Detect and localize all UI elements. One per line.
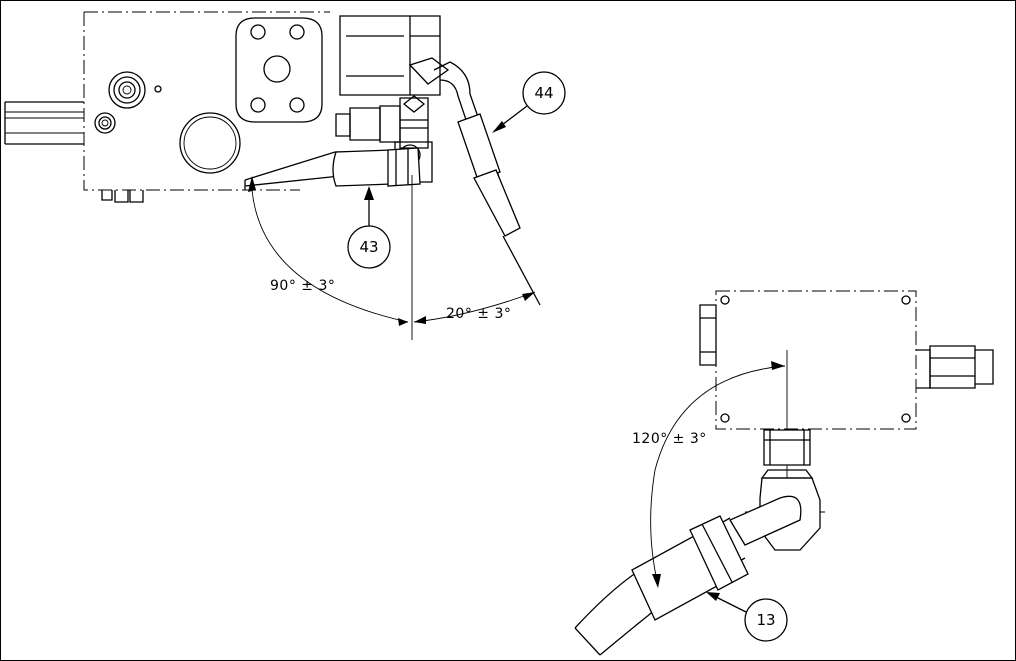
callout-43: 43 [347,186,391,269]
dimension-120-label: 120° ± 3° [632,431,707,447]
callout-43-label: 43 [359,238,378,256]
side-view-fitting [729,429,821,551]
top-fitting-body [339,15,541,306]
callout-13-label: 13 [756,611,775,629]
dimension-90: 90° ± 3° [248,175,413,340]
callout-44: 44 [492,71,566,133]
top-view-manifold [4,11,330,203]
dimension-20-label: 20° ± 3° [446,306,511,322]
callout-13: 13 [706,592,788,642]
dimension-90-label: 90° ± 3° [270,278,335,294]
fitting-43 [244,147,421,190]
fitting-13 [574,515,749,656]
flange-plate [235,17,323,123]
dimension-120: 120° ± 3° [632,361,786,588]
side-view-block [699,290,994,545]
dimension-20: 20° ± 3° [413,291,536,324]
callout-44-label: 44 [534,84,553,102]
